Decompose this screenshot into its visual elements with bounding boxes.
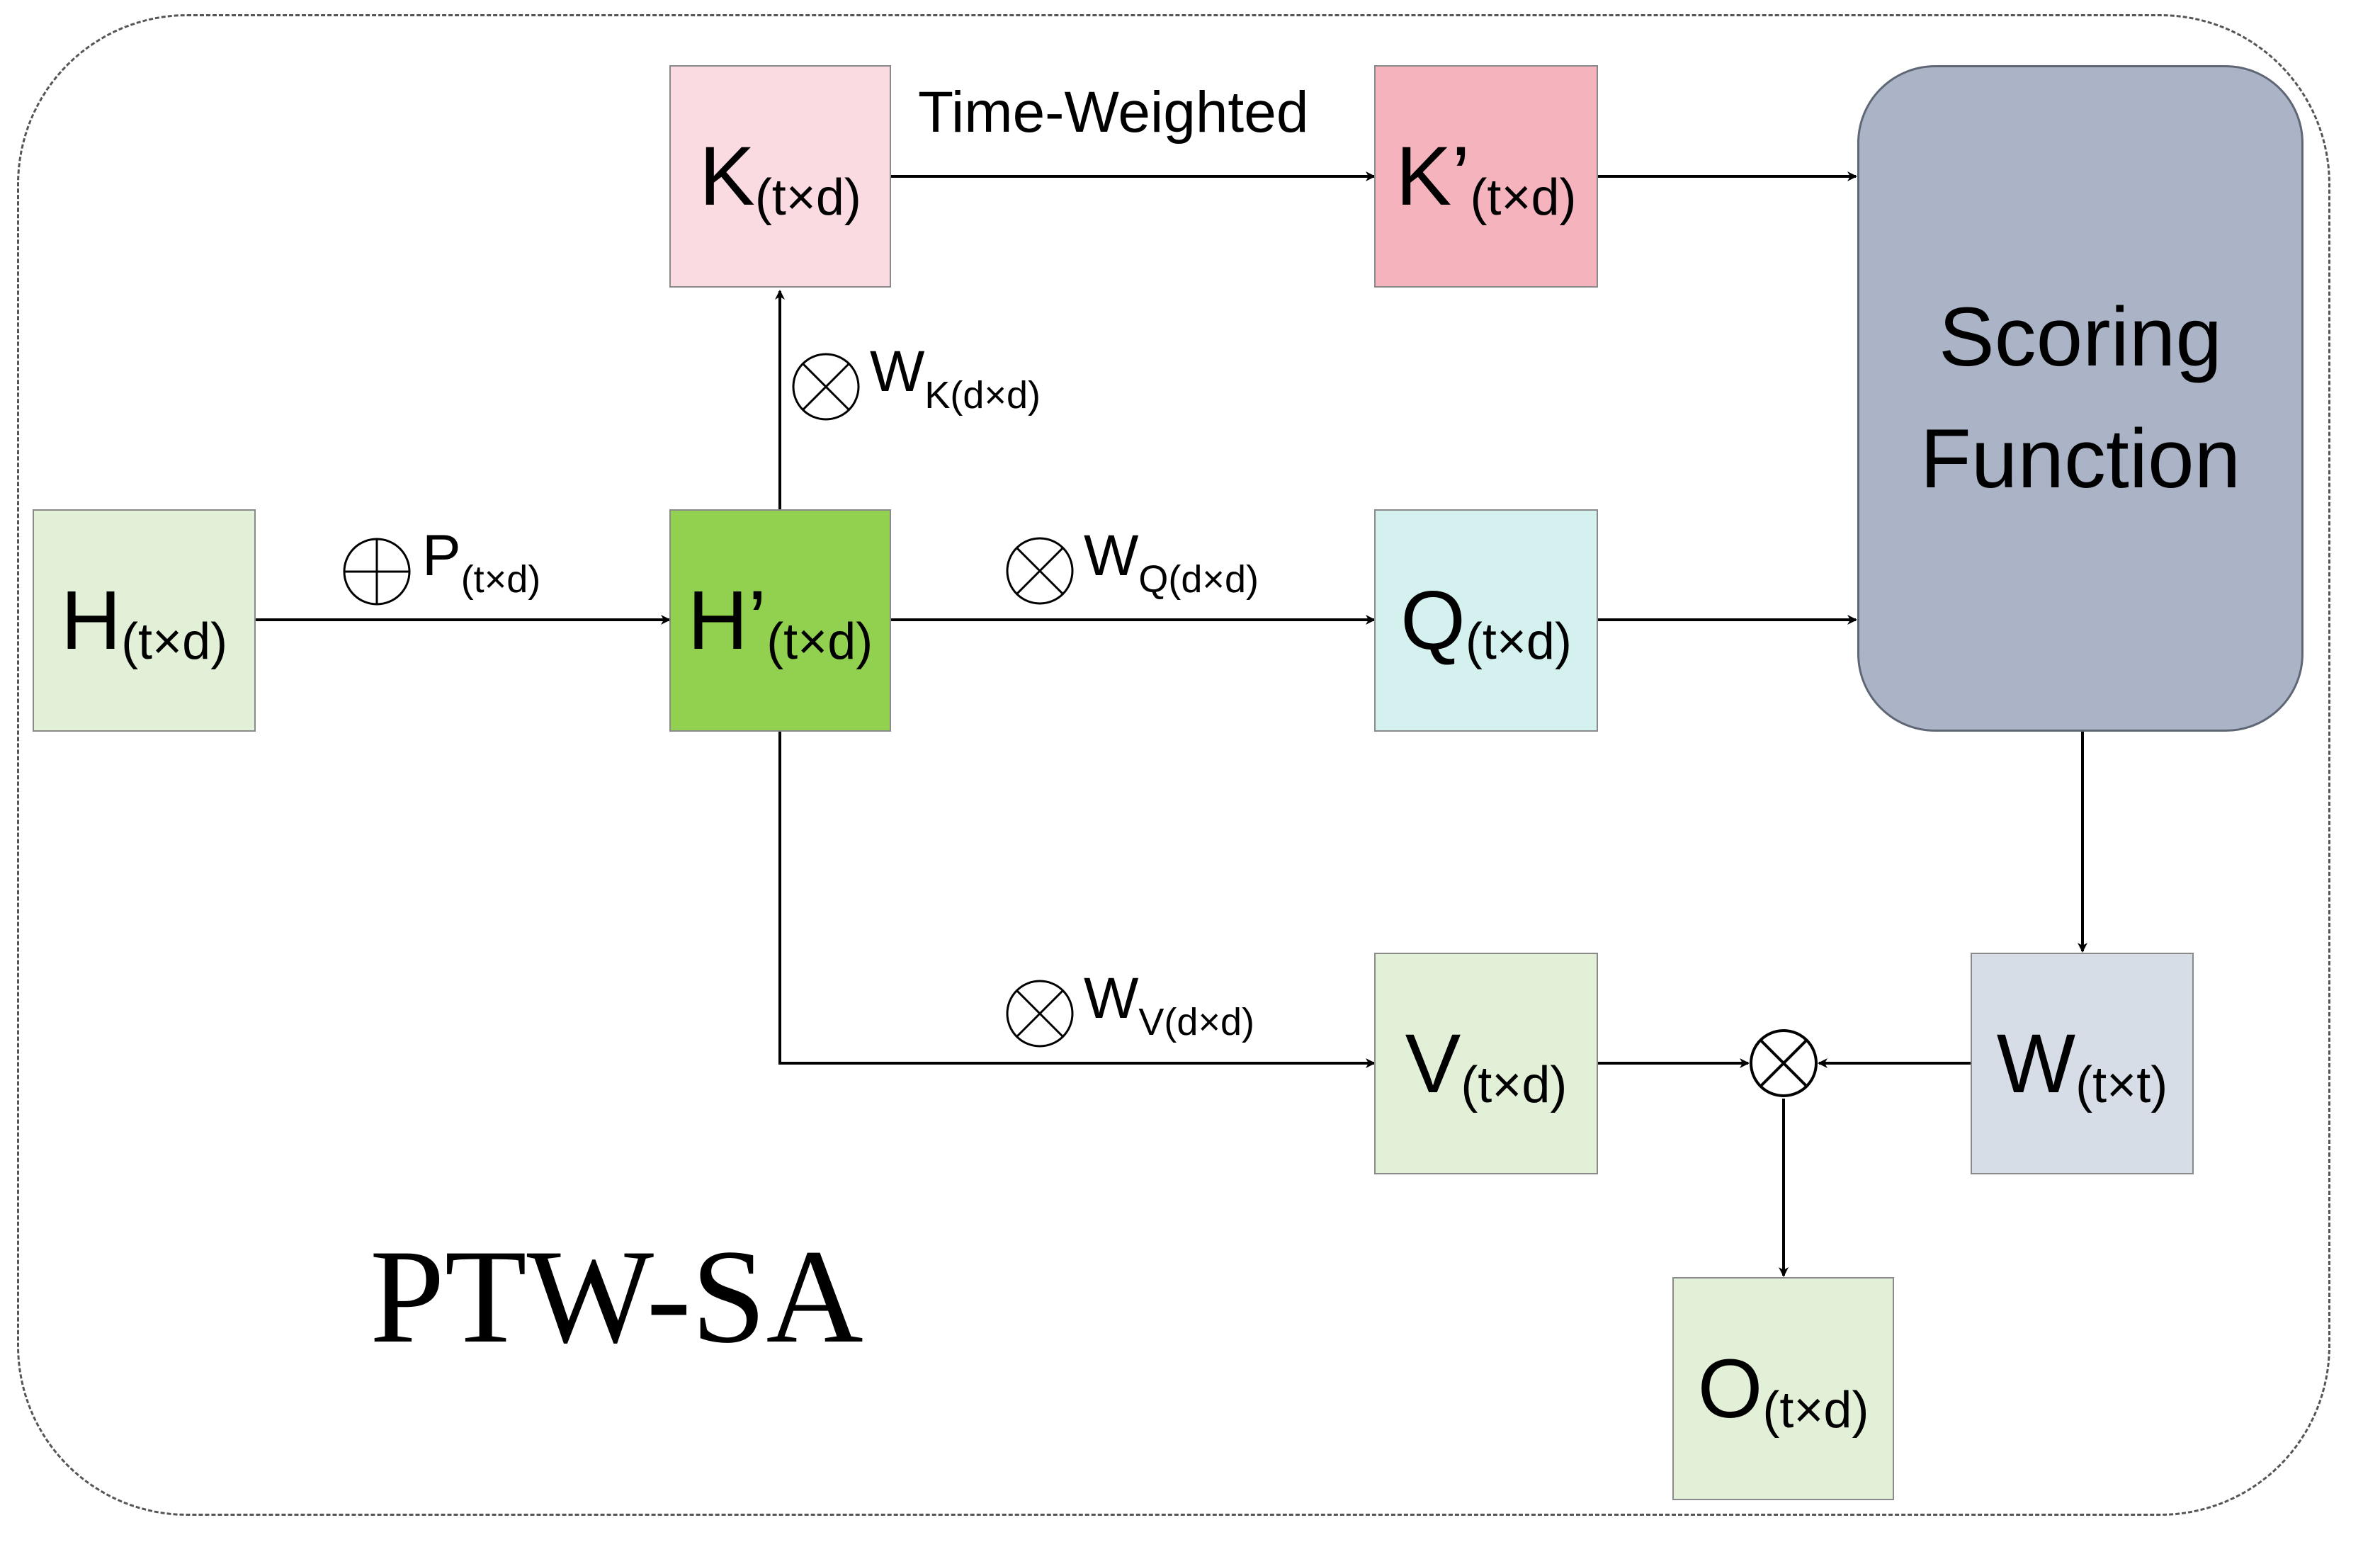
module-boundary bbox=[17, 14, 2330, 1516]
weight-matrix-box: W(t×t) bbox=[1971, 953, 2194, 1174]
value-symbol: V bbox=[1405, 1016, 1461, 1111]
scoring-function-line1: Scoring bbox=[1938, 290, 2223, 385]
key-box: K(t×d) bbox=[669, 65, 891, 288]
key-prime-box: K’(t×d) bbox=[1374, 65, 1598, 288]
wq-multiply-icon bbox=[1006, 537, 1074, 605]
query-symbol: Q bbox=[1400, 574, 1466, 667]
wv-symbol: W bbox=[1084, 966, 1139, 1031]
query-dims: (t×d) bbox=[1465, 613, 1572, 670]
query-box: Q(t×d) bbox=[1374, 509, 1598, 732]
h-prime-dims: (t×d) bbox=[766, 613, 873, 670]
h-prime-symbol: H bbox=[687, 574, 748, 667]
wq-symbol: W bbox=[1084, 523, 1139, 588]
h-prime-box: H’(t×d) bbox=[669, 509, 891, 732]
positional-encoding-label: P(t×d) bbox=[422, 523, 540, 601]
input-h-dims: (t×d) bbox=[121, 613, 228, 670]
value-box: V(t×d) bbox=[1374, 953, 1598, 1174]
wk-symbol: W bbox=[870, 339, 925, 404]
output-o-symbol: O bbox=[1697, 1342, 1763, 1436]
key-prime-mark: ’ bbox=[1451, 130, 1470, 223]
wq-dims: Q(d×d) bbox=[1138, 558, 1259, 601]
input-h-box: H(t×d) bbox=[33, 509, 256, 732]
wk-dims: K(d×d) bbox=[924, 374, 1041, 416]
value-dims: (t×d) bbox=[1461, 1056, 1568, 1113]
wv-dims: V(d×d) bbox=[1138, 1001, 1254, 1043]
output-o-box: O(t×d) bbox=[1672, 1277, 1894, 1500]
key-prime-dims: (t×d) bbox=[1470, 169, 1577, 226]
h-prime-mark: ’ bbox=[747, 574, 767, 667]
wk-label: WK(d×d) bbox=[870, 339, 1041, 416]
wv-multiply-icon bbox=[1006, 980, 1074, 1048]
wq-label: WQ(d×d) bbox=[1084, 523, 1259, 601]
plus-operator-icon bbox=[343, 538, 411, 606]
key-prime-symbol: K bbox=[1395, 130, 1452, 223]
key-dims: (t×d) bbox=[754, 169, 861, 226]
wv-label: WV(d×d) bbox=[1084, 965, 1254, 1043]
time-weighted-label: Time-Weighted bbox=[918, 80, 1309, 144]
key-symbol: K bbox=[699, 130, 755, 223]
weight-matrix-symbol: W bbox=[1996, 1016, 2076, 1111]
scoring-function-line2: Function bbox=[1920, 412, 2241, 506]
wk-multiply-icon bbox=[792, 353, 860, 421]
weight-matrix-dims: (t×t) bbox=[2075, 1056, 2168, 1113]
multiply-node-icon bbox=[1750, 1029, 1818, 1097]
input-h-symbol: H bbox=[60, 574, 122, 667]
edge-hprime-to-v bbox=[778, 732, 1376, 1068]
diagram-title: PTW-SA bbox=[370, 1223, 863, 1371]
positional-encoding-symbol: P bbox=[422, 523, 461, 588]
output-o-dims: (t×d) bbox=[1762, 1381, 1869, 1439]
scoring-function-box: Scoring Function bbox=[1857, 65, 2304, 732]
positional-encoding-dims: (t×d) bbox=[460, 558, 541, 601]
